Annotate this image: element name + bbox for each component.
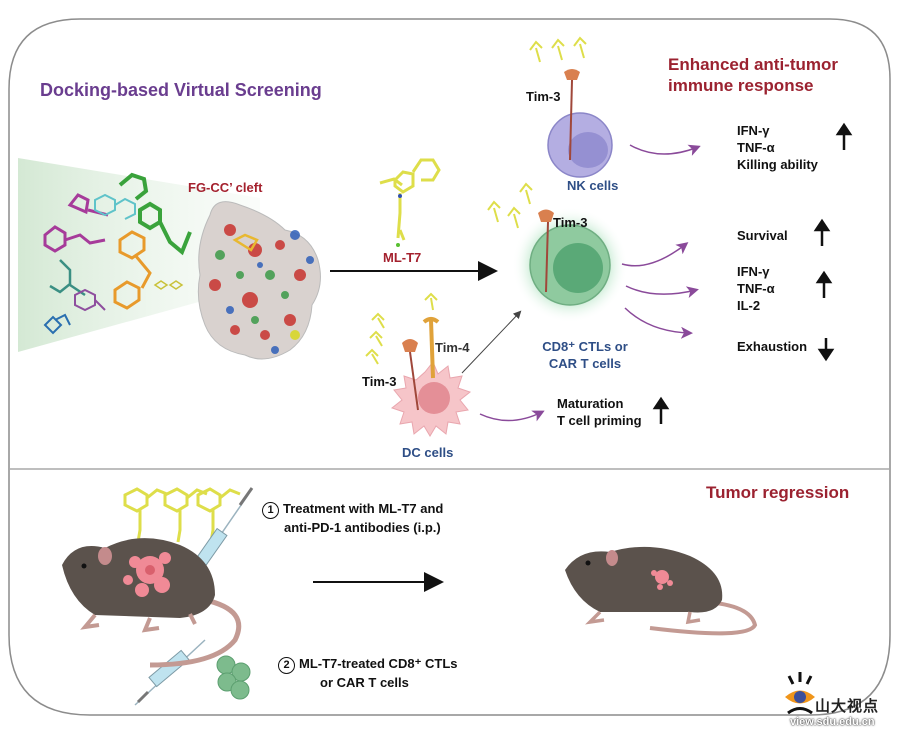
response-title: Enhanced anti-tumor immune response: [668, 54, 838, 96]
tcell-effect-item: TNF-α: [737, 281, 775, 296]
step2-number: 2: [278, 657, 295, 674]
syringe-top-icon: [192, 487, 254, 573]
direction-arrows: [652, 122, 853, 424]
mouse-with-tumor-icon: [62, 538, 242, 668]
tcell-label: CD8⁺ CTLs or CAR T cells: [535, 338, 635, 372]
mouse-regressed-tumor-icon: [565, 546, 758, 636]
dc-to-tcell-arrow: [461, 310, 522, 374]
dc-receptor-label-tim4: Tim-4: [435, 340, 470, 355]
protein-surface-icon: [197, 201, 321, 360]
tcell-effect-survival: Survival: [737, 228, 788, 243]
response-title-line2: immune response: [668, 76, 814, 95]
syringe-bottom-icon: [134, 639, 206, 706]
dc-cell-label: DC cells: [402, 445, 454, 460]
watermark-url: view.sdu.edu.cn: [790, 716, 875, 728]
tumor-regression-title: Tumor regression: [706, 483, 850, 502]
dc-receptor-label-tim3: Tim-3: [362, 374, 397, 389]
nk-cell-icon: [529, 36, 613, 178]
nk-effect-item: Killing ability: [737, 157, 818, 172]
nk-cell-label: NK cells: [567, 178, 619, 193]
tcell-effect-item: IFN-γ: [737, 264, 770, 279]
step2-line1: ML-T7-treated CD8⁺ CTLs: [299, 656, 458, 671]
step1-line2: anti-PD-1 antibodies (i.p.): [284, 520, 441, 535]
step2-text: 2 ML-T7-treated CD8⁺ CTLs or CAR T cells: [278, 655, 458, 691]
tcell-effect-cytokines: IFN-γ TNF-α IL-2: [737, 263, 775, 314]
step1-number: 1: [262, 502, 279, 519]
nk-effects: IFN-γ TNF-α Killing ability: [737, 122, 818, 173]
t-cell-cluster-icon: [216, 655, 251, 700]
watermark-logo-icon: [785, 672, 815, 715]
nk-effect-item: IFN-γ: [737, 123, 770, 138]
dc-effect-item: Maturation: [557, 396, 624, 411]
ml-t7-molecule-icon: [379, 158, 441, 247]
response-title-line1: Enhanced anti-tumor: [668, 55, 839, 74]
nk-effect-item: TNF-α: [737, 140, 775, 155]
outer-frame: [8, 18, 891, 716]
nk-receptor-label: Tim-3: [526, 89, 561, 104]
ml-t7-molecules-row-icon: [123, 487, 241, 543]
tcell-effect-exhaustion: Exhaustion: [737, 339, 808, 354]
tcell-label-line1: CD8⁺ CTLs or: [542, 339, 628, 354]
watermark-name: 山大视点: [815, 698, 880, 715]
tcell-label-line2: CAR T cells: [548, 356, 622, 371]
ligand-library-icon: [43, 172, 192, 335]
step2-line2: or CAR T cells: [320, 675, 409, 690]
step1-text: 1 Treatment with ML-T7 and anti-PD-1 anti…: [262, 500, 443, 536]
dc-cell-icon: [365, 292, 472, 437]
dc-effects: Maturation T cell priming: [557, 395, 642, 429]
screening-title: Docking-based Virtual Screening: [40, 80, 322, 100]
compound-label: ML-T7: [383, 250, 422, 265]
cleft-label: FG-CC’ cleft: [188, 180, 263, 195]
effect-arrows: [479, 144, 701, 422]
step1-line1: Treatment with ML-T7 and: [283, 501, 444, 516]
tcell-effect-item: IL-2: [737, 298, 761, 313]
t-cell-icon: [487, 182, 628, 323]
tcell-receptor-label: Tim-3: [553, 215, 588, 230]
dc-effect-item: T cell priming: [557, 413, 642, 428]
